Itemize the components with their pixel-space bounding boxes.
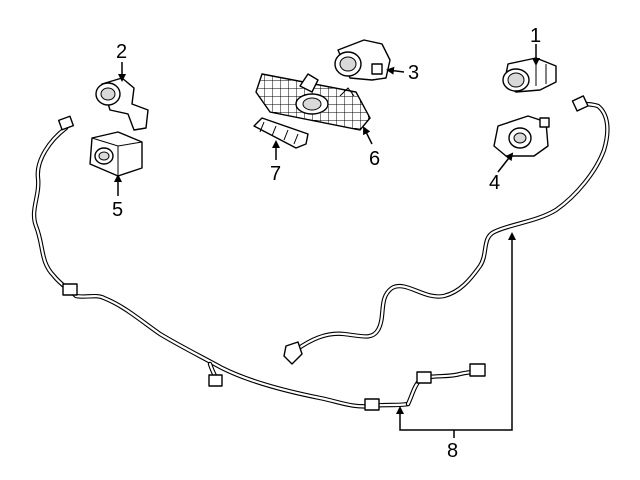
connector-right-top xyxy=(571,95,589,112)
connector-left-top xyxy=(57,115,75,131)
leader-lines xyxy=(114,44,540,438)
clip-part-7 xyxy=(253,117,309,149)
connector-center-end xyxy=(283,341,303,365)
callout-4: 4 xyxy=(489,172,500,194)
callout-3: 3 xyxy=(408,62,419,84)
wiring-harness xyxy=(31,101,610,409)
connector-bottom-center xyxy=(364,398,380,411)
callout-6: 6 xyxy=(369,148,380,170)
sensor-part-2 xyxy=(95,77,149,131)
harness-connectors xyxy=(57,95,589,411)
grille-bracket-part-6 xyxy=(255,73,371,131)
sensor-part-1 xyxy=(502,57,557,93)
connector-bottom-right-2 xyxy=(469,363,486,377)
callout-7: 7 xyxy=(270,163,281,185)
sensor-part-3 xyxy=(334,39,391,81)
connector-bottom-left xyxy=(208,374,223,387)
callout-8: 8 xyxy=(447,440,458,462)
connector-bottom-right-1 xyxy=(416,371,432,384)
connector-left-middle xyxy=(62,283,78,296)
callout-1: 1 xyxy=(530,25,541,47)
callout-5: 5 xyxy=(112,199,123,221)
bracket-part-4 xyxy=(493,115,550,157)
callout-2: 2 xyxy=(116,41,127,63)
bracket-part-5 xyxy=(89,131,143,177)
